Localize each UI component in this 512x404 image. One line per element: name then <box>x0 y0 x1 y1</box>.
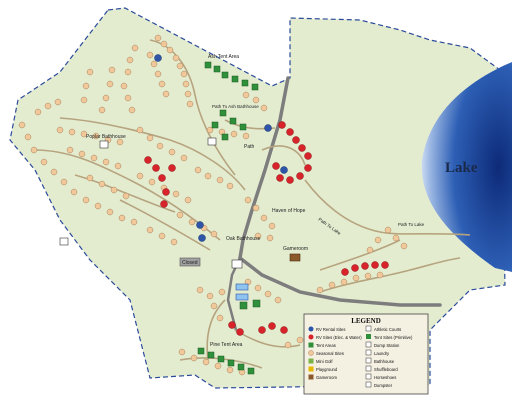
legend-playground-label: Playground <box>316 367 338 372</box>
legend-dump-label: Dump Station <box>374 343 400 348</box>
legend-athletic-label: Athletic Courts <box>374 327 401 332</box>
legend-tent-area-swatch <box>308 342 314 348</box>
office-building <box>231 259 243 269</box>
legend: LEGEND RV Rental Sites RV Sites (Elec. &… <box>303 313 429 395</box>
bathhouse-icon <box>99 140 109 149</box>
buildings <box>59 137 301 301</box>
lake-label: Lake <box>445 160 478 176</box>
pool <box>235 283 249 291</box>
rv-sites <box>144 121 389 336</box>
legend-rv-rental-label: RV Rental Sites <box>316 327 345 332</box>
legend-rv-site-label: RV Sites (Elec. & Water) <box>316 335 362 340</box>
legend-tent-area-label: Tent Areas <box>316 343 336 348</box>
legend-title: LEGEND <box>351 317 381 325</box>
label-oak-bathhouse: Oak Bathhouse <box>226 236 261 242</box>
legend-dumpster-label: Dumpster <box>374 383 393 388</box>
label-gameroom: Gameroom <box>283 246 308 252</box>
gameroom-building <box>289 253 301 262</box>
legend-laundry-label: Laundry <box>374 351 390 356</box>
legend-shuffleboard-label: Shuffleboard <box>374 367 398 372</box>
legend-athletic-swatch <box>365 325 372 332</box>
legend-rv-rental-swatch <box>308 326 314 332</box>
seasonal-sites <box>18 34 408 376</box>
label-path: Path <box>244 144 255 150</box>
legend-horseshoes-swatch <box>365 373 372 380</box>
legend-seasonal-swatch <box>308 350 314 356</box>
label-haven-of-hope: Haven of Hope <box>272 208 306 214</box>
legend-mini-golf-label: Mini Golf <box>316 359 333 364</box>
bathhouse-icon <box>207 137 217 146</box>
legend-horseshoes-label: Horseshoes <box>374 375 396 380</box>
legend-dump-swatch <box>365 341 372 348</box>
pool <box>235 293 249 301</box>
bathhouse-icon <box>59 237 69 246</box>
legend-dumpster-swatch <box>365 381 372 388</box>
legend-bathhouse-label: Bathhouse <box>374 359 395 364</box>
legend-mini-golf-swatch <box>308 358 314 364</box>
legend-tent-primitive-label: Tent Sites (Primitive) <box>374 335 413 340</box>
rv-rental-sites <box>154 54 288 242</box>
label-ash-tent-area: Ash Tent Area <box>208 54 239 60</box>
legend-gameroom-label: Gameroom <box>316 375 337 380</box>
label-path-to-lake-2: Path To Lake <box>398 222 425 227</box>
legend-laundry-swatch <box>365 349 372 356</box>
label-pine-tent-area: Pine Tent Area <box>210 342 243 348</box>
legend-rv-site-swatch <box>308 334 314 340</box>
label-closed: Closed <box>182 260 198 266</box>
legend-shuffleboard-swatch <box>365 365 372 372</box>
legend-gameroom-swatch <box>308 374 314 380</box>
closed-sign-box <box>179 257 201 267</box>
legend-playground-swatch <box>308 366 314 372</box>
label-poplar-bathhouse: Poplar Bathhouse <box>86 134 126 140</box>
tent-areas <box>197 61 261 375</box>
legend-bathhouse-swatch <box>365 357 372 364</box>
legend-tent-primitive-swatch <box>366 334 371 339</box>
lake <box>421 62 512 272</box>
legend-seasonal-label: Seasonal Sites <box>316 351 344 356</box>
label-path-to-ash-bathhouse: Path To Ash Bathhouse <box>212 104 259 109</box>
